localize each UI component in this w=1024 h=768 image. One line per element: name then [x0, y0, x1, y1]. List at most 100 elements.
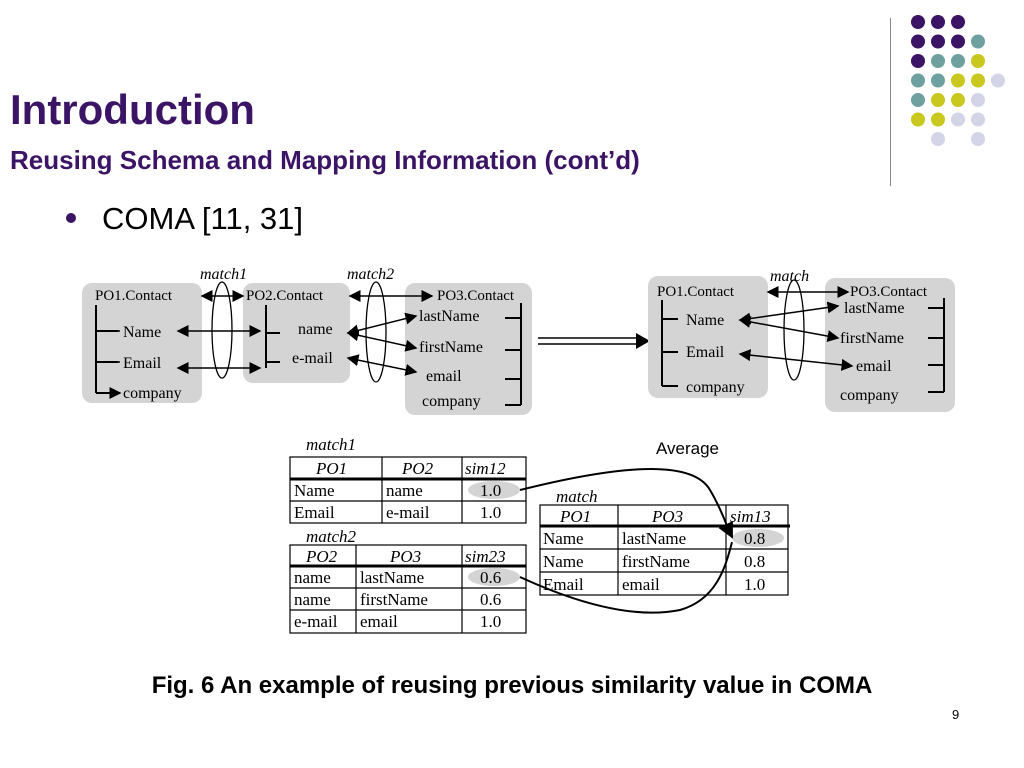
- po1-field-merged: company: [686, 379, 745, 396]
- po3-title: PO3.Contact: [437, 288, 515, 304]
- decorative-dot: [951, 112, 965, 127]
- table-cell: 1.0: [480, 481, 501, 500]
- table-cell: email: [360, 612, 398, 631]
- table-cell: Name: [294, 481, 335, 500]
- decorative-dot-grid: [911, 15, 1005, 146]
- table-label-match: match: [556, 487, 598, 506]
- po1-field: Email: [123, 355, 162, 372]
- decorative-dot: [991, 73, 1005, 88]
- po1-field: Name: [123, 324, 161, 341]
- decorative-dot: [911, 34, 925, 49]
- po3-field-merged: email: [856, 358, 892, 375]
- table-cell: e-mail: [294, 612, 338, 631]
- po3-schema-box-merged: [825, 278, 955, 412]
- table-cell: Name: [543, 529, 584, 548]
- decorative-dot: [911, 112, 925, 127]
- table-cell: email: [622, 575, 660, 594]
- po1-field-merged: Email: [686, 344, 725, 361]
- po3-schema-box: [405, 283, 532, 415]
- table-cell: 1.0: [744, 575, 765, 594]
- bullet-dot-icon: [66, 213, 76, 223]
- table-cell: Name: [543, 552, 584, 571]
- decorative-dot: [971, 132, 985, 146]
- po2-field: e-mail: [292, 350, 333, 367]
- po3-field: lastName: [419, 308, 479, 325]
- decorative-dot: [931, 15, 945, 29]
- table-header: sim13: [730, 507, 771, 526]
- table-header: PO1: [559, 507, 591, 526]
- decorative-dot: [931, 54, 945, 68]
- po3-field-merged: lastName: [844, 300, 904, 317]
- average-label: Average: [656, 439, 719, 458]
- table-label-match1: match1: [306, 435, 356, 454]
- decorative-dot: [911, 73, 925, 88]
- decorative-dot: [951, 54, 965, 68]
- po1-schema-box: [82, 283, 202, 403]
- table-cell: e-mail: [386, 503, 430, 522]
- page-number: 9: [952, 707, 960, 722]
- bullet-text: COMA [11, 31]: [102, 201, 304, 236]
- po3-field: firstName: [419, 339, 483, 356]
- match-label: match: [770, 268, 809, 285]
- figure-caption: Fig. 6 An example of reusing previous si…: [151, 672, 873, 699]
- table-cell: Email: [543, 575, 584, 594]
- match1-table: PO1 PO2 sim12 Name name 1.0 Email e-mail…: [289, 456, 527, 524]
- table-header: PO2: [305, 547, 338, 566]
- decorative-dot: [911, 15, 925, 29]
- table-cell: name: [386, 481, 423, 500]
- table-header: PO1: [315, 459, 347, 478]
- table-label-match2: match2: [306, 527, 357, 546]
- decorative-dot: [911, 54, 925, 68]
- decorative-dot: [931, 93, 945, 107]
- decorative-dot: [951, 15, 965, 29]
- table-cell: 1.0: [480, 612, 501, 631]
- table-cell: firstName: [622, 552, 690, 571]
- po1-title: PO1.Contact: [95, 288, 173, 304]
- po2-title: PO2.Contact: [246, 288, 324, 304]
- table-cell: lastName: [360, 568, 424, 587]
- table-cell: 0.8: [744, 529, 765, 548]
- po1-schema-box-merged: [648, 276, 768, 398]
- table-cell: 0.6: [480, 590, 501, 609]
- bullet-item: COMA [11, 31]: [60, 201, 303, 237]
- table-cell: 1.0: [480, 503, 501, 522]
- po2-field: name: [298, 321, 333, 338]
- po3-title-merged: PO3.Contact: [850, 284, 928, 300]
- header-divider: [890, 18, 891, 186]
- decorative-dot: [971, 34, 985, 49]
- match1-label: match1: [200, 266, 247, 283]
- table-cell: firstName: [360, 590, 428, 609]
- slide-title: Introduction: [10, 86, 255, 133]
- match2-table: PO2 PO3 sim23 name lastName 0.6 name fir…: [289, 544, 527, 634]
- match-table: PO1 PO3 sim13 Name lastName 0.8 Name fir…: [539, 504, 790, 596]
- decorative-dot: [951, 93, 965, 107]
- table-cell: name: [294, 590, 331, 609]
- decorative-dot: [911, 93, 925, 107]
- table-cell: Email: [294, 503, 335, 522]
- decorative-dot: [951, 34, 965, 49]
- decorative-dot: [931, 34, 945, 49]
- table-header: PO3: [389, 547, 421, 566]
- decorative-dot: [931, 73, 945, 88]
- decorative-dot: [931, 112, 945, 127]
- table-header: sim12: [465, 459, 506, 478]
- decorative-dot: [951, 73, 965, 88]
- table-header: PO2: [401, 459, 434, 478]
- table-cell: 0.6: [480, 568, 501, 587]
- po3-field: email: [426, 368, 462, 385]
- po3-field-merged: company: [840, 387, 899, 404]
- decorative-dot: [971, 54, 985, 68]
- decorative-dot: [971, 112, 985, 127]
- table-header: PO3: [651, 507, 683, 526]
- table-cell: name: [294, 568, 331, 587]
- decorative-dot: [971, 93, 985, 107]
- decorative-dot: [971, 73, 985, 88]
- table-cell: 0.8: [744, 552, 765, 571]
- po2-schema-box: [243, 283, 350, 383]
- match2-label: match2: [347, 266, 394, 283]
- po1-field: company: [123, 385, 182, 402]
- decorative-dot: [931, 132, 945, 146]
- slide-subtitle: Reusing Schema and Mapping Information (…: [10, 145, 640, 175]
- po1-field-merged: Name: [686, 312, 724, 329]
